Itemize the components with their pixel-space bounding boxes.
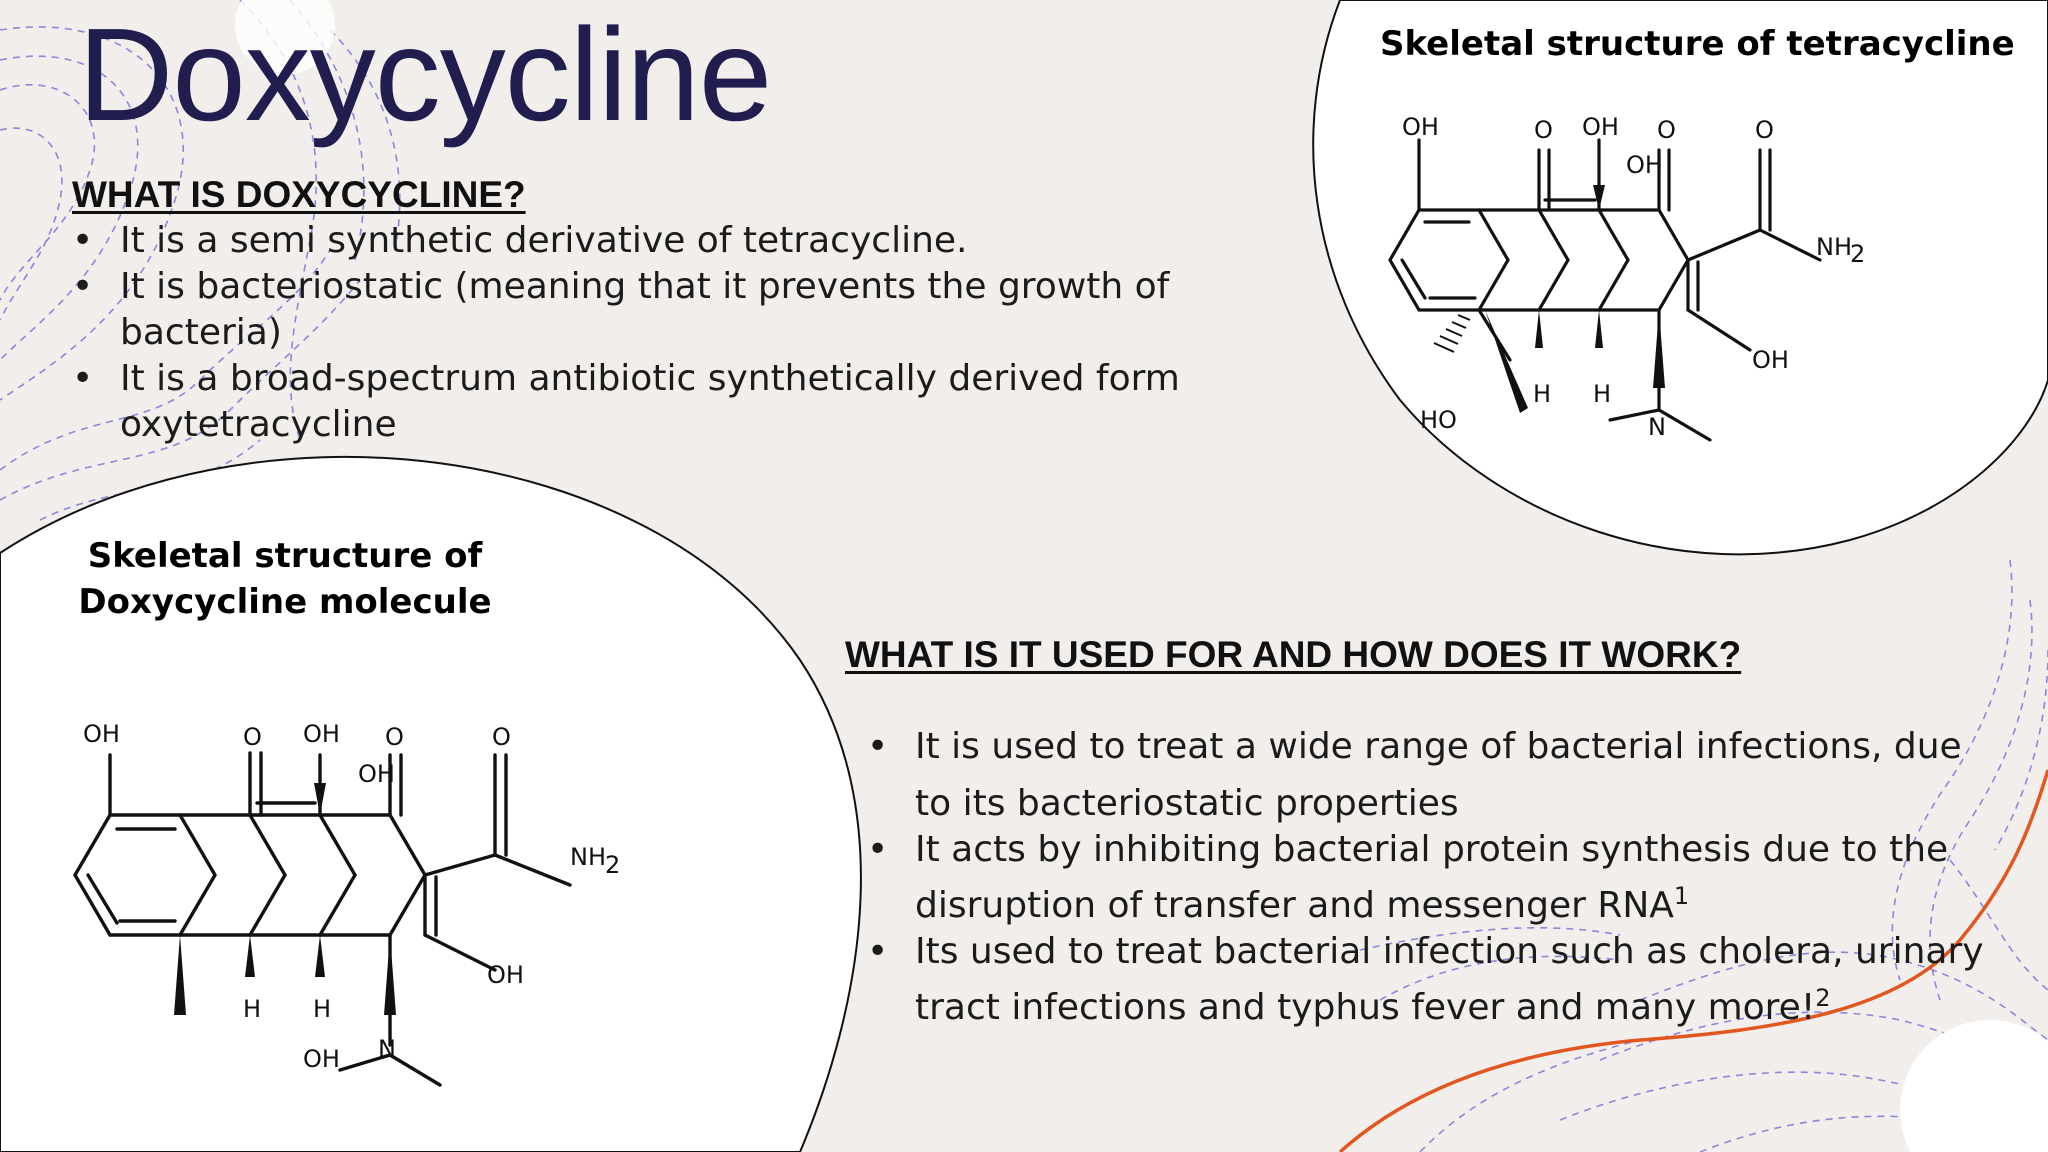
list-item: It acts by inhibiting bacterial protein … xyxy=(865,827,2005,929)
atom-label: O xyxy=(1755,116,1774,144)
atom-label: N xyxy=(1648,413,1666,441)
citation: 1 xyxy=(1673,882,1690,910)
atom-label: O xyxy=(1534,116,1553,144)
atom-label: OH xyxy=(1752,346,1789,374)
atom-label: OH xyxy=(303,720,340,748)
atom-label: OH xyxy=(358,760,395,788)
list-item: It is a semi synthetic derivative of tet… xyxy=(72,218,1292,264)
atom-label: OH xyxy=(83,720,120,748)
atom-label: O xyxy=(1657,116,1676,144)
atom-label: OH xyxy=(1582,113,1619,141)
list-item: It is used to treat a wide range of bact… xyxy=(865,724,2005,827)
tetracycline-structure: OH O OH O OH O NH 2 OH H H HO N xyxy=(1388,113,1865,442)
list-item-text: It is used to treat a wide range of bact… xyxy=(915,726,1962,824)
atom-label: O xyxy=(492,723,511,751)
citation: 2 xyxy=(1815,984,1831,1012)
atom-label: OH xyxy=(1626,151,1663,179)
atom-label: H xyxy=(1593,380,1611,408)
atom-label: OH xyxy=(487,961,524,989)
definition-list: It is a semi synthetic derivative of tet… xyxy=(72,218,1292,448)
atom-label: NH xyxy=(1816,233,1852,261)
list-item: Its used to treat bacterial infection su… xyxy=(865,929,2005,1031)
list-item-text: Its used to treat bacterial infection su… xyxy=(915,931,1984,1028)
list-item-text: It acts by inhibiting bacterial protein … xyxy=(915,829,1949,926)
atom-label: OH xyxy=(1402,113,1439,141)
atom-label: 2 xyxy=(1850,240,1865,268)
atom-label: H xyxy=(313,995,331,1023)
atom-label: HO xyxy=(1420,406,1457,434)
atom-label: O xyxy=(243,723,262,751)
section-heading-what-is: WHAT IS DOXYCYCLINE? xyxy=(72,174,526,215)
doxycycline-structure: OH O OH O OH O NH 2 OH H H OH N xyxy=(73,720,620,1087)
atom-label: H xyxy=(1533,380,1551,408)
tetracycline-caption: Skeletal structure of tetracycline xyxy=(1380,24,2015,64)
slide-title: Doxycycline xyxy=(78,1,772,148)
doxycycline-caption: Skeletal structure of Doxycycline molecu… xyxy=(78,536,492,622)
list-item: It is a broad-spectrum antibiotic synthe… xyxy=(72,356,1180,448)
atom-label: NH xyxy=(570,843,606,871)
section-heading-uses: WHAT IS IT USED FOR AND HOW DOES IT WORK… xyxy=(845,634,1742,675)
atom-label: N xyxy=(378,1035,396,1063)
atom-label: O xyxy=(385,723,404,751)
list-item: It is bacteriostatic (meaning that it pr… xyxy=(72,264,1292,356)
atom-label: OH xyxy=(303,1045,340,1073)
atom-label: 2 xyxy=(605,851,620,879)
atom-label: H xyxy=(243,995,261,1023)
uses-list: It is used to treat a wide range of bact… xyxy=(865,724,2005,1031)
